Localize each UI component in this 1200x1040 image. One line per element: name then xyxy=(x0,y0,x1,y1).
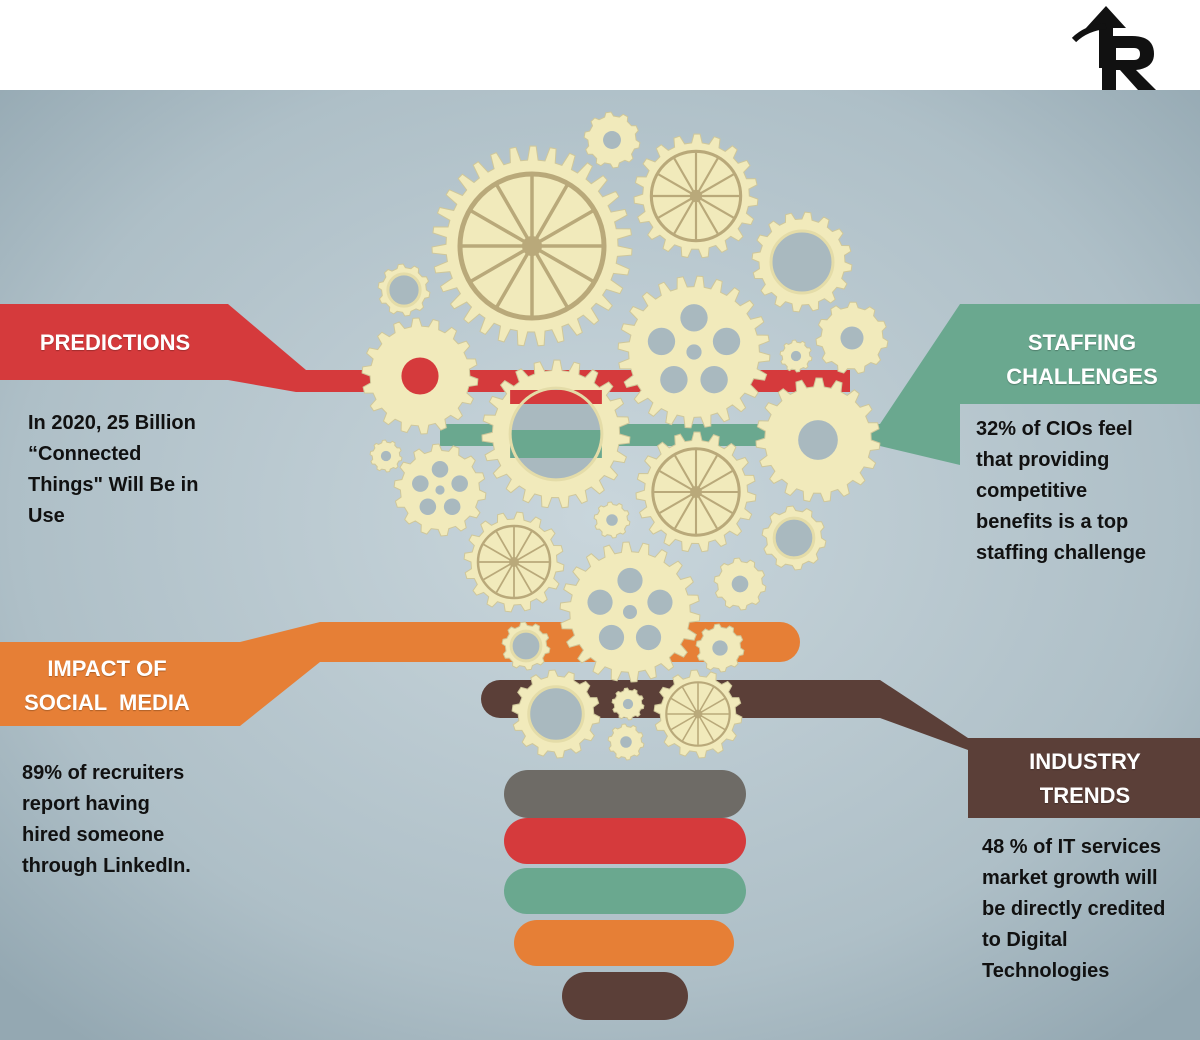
social-title: IMPACT OF SOCIAL MEDIA xyxy=(4,652,210,720)
bulb-base-teal xyxy=(504,868,746,914)
staffing-title: STAFFING CHALLENGES xyxy=(982,326,1182,394)
bulb-base-gray xyxy=(504,770,746,818)
gear-icon xyxy=(815,301,889,375)
text-line: In 2020, 25 Billion xyxy=(28,412,196,434)
staffing-title-line: CHALLENGES xyxy=(1006,364,1158,389)
social-text: 89% of recruiters report having hired so… xyxy=(22,758,262,882)
gear-icon xyxy=(559,541,701,683)
text-line: 89% of recruiters xyxy=(22,762,185,784)
gear-icon xyxy=(695,623,745,673)
gear-icon xyxy=(463,511,565,613)
gear-icon xyxy=(653,669,743,759)
predictions-title: PREDICTIONS xyxy=(39,330,191,355)
gear-icon xyxy=(761,505,827,571)
text-line: that providing xyxy=(976,449,1110,471)
text-line: to Digital xyxy=(982,929,1068,951)
text-line: be directly credited xyxy=(982,898,1166,920)
gear-icon xyxy=(481,359,631,509)
gear-icon xyxy=(713,557,767,611)
text-line: Things" Will Be in xyxy=(28,474,199,496)
text-line: competitive xyxy=(976,480,1088,502)
text-line: 32% of CIOs feel xyxy=(976,418,1133,440)
text-line: Technologies xyxy=(982,960,1110,982)
bulb-base-red xyxy=(504,818,746,864)
text-line: 48 % of IT services xyxy=(982,836,1161,858)
text-line: market growth will xyxy=(982,867,1158,889)
gear-icon xyxy=(755,377,881,503)
gear-icon xyxy=(633,133,759,259)
industry-title-line: TRENDS xyxy=(1039,783,1131,808)
gear-icon xyxy=(593,501,631,539)
gear-icon xyxy=(431,145,633,347)
text-line: benefits is a top xyxy=(976,511,1129,533)
text-line: report having xyxy=(22,793,150,815)
industry-title: INDUSTRY TRENDS xyxy=(990,745,1180,813)
gear-icon xyxy=(779,339,813,373)
text-line: “Connected xyxy=(28,443,142,465)
gear-icon xyxy=(369,439,403,473)
text-line: staffing challenge xyxy=(976,542,1147,564)
gear-icon xyxy=(617,275,771,429)
gear-icon xyxy=(607,723,645,761)
predictions-text: In 2020, 25 Billion “Connected Things" W… xyxy=(28,408,258,532)
industry-title-line: INDUSTRY xyxy=(1029,749,1141,774)
top-header-bar xyxy=(0,0,1200,91)
gear-icon xyxy=(511,669,601,759)
gear-icon xyxy=(501,621,551,671)
staffing-text: 32% of CIOs feel that providing competit… xyxy=(976,414,1196,569)
bulb-base-brown xyxy=(562,972,688,1020)
text-line: hired someone xyxy=(22,824,165,846)
staffing-ribbon xyxy=(440,304,1200,465)
staffing-title-line: STAFFING xyxy=(1027,330,1137,355)
social-title-line: IMPACT OF xyxy=(47,656,167,681)
text-line: Use xyxy=(28,505,65,527)
social-title-line: SOCIAL MEDIA xyxy=(24,690,190,715)
bulb-base-orange xyxy=(514,920,734,966)
gear-icon xyxy=(361,317,479,435)
industry-text: 48 % of IT services market growth will b… xyxy=(982,832,1198,987)
gear-icon xyxy=(611,687,645,721)
text-line: through LinkedIn. xyxy=(22,855,191,877)
gear-icon xyxy=(583,111,641,169)
gear-icon xyxy=(377,263,431,317)
gear-icon xyxy=(393,443,487,537)
tr-logo-icon xyxy=(1071,6,1156,90)
gear-icon xyxy=(635,431,757,553)
gear-icon xyxy=(751,211,853,313)
